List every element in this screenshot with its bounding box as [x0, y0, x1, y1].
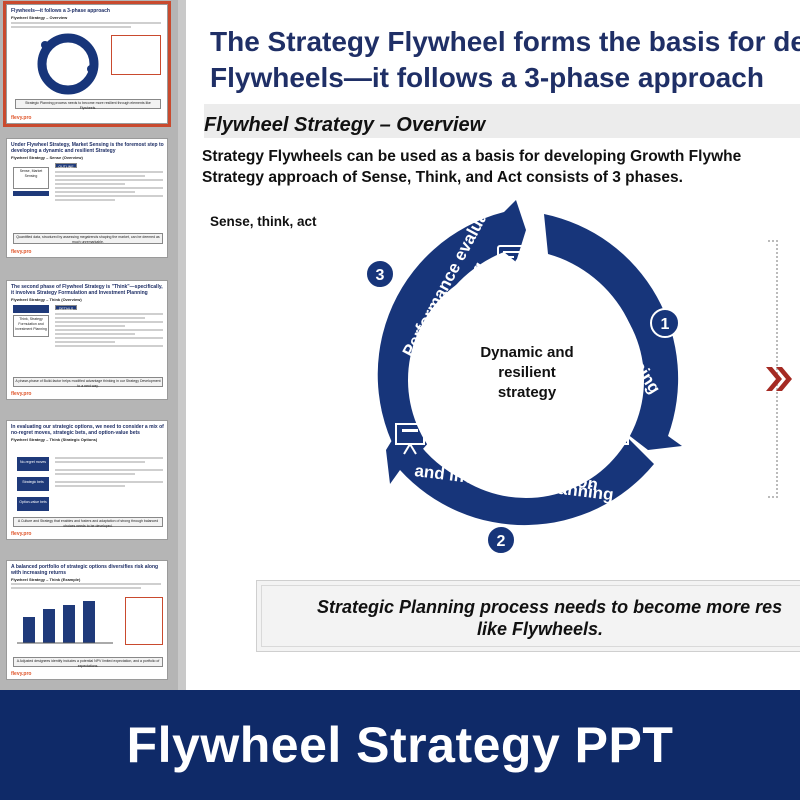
double-chevron-right-icon — [766, 367, 792, 391]
thumbnail-title: The second phase of Flywheel Strategy is… — [11, 284, 163, 296]
product-banner: Flywheel Strategy PPT — [0, 690, 800, 800]
thumbnail-tag: OUTLINE — [55, 163, 77, 169]
thumbnail-callout: A Adjusted designees identify includes a… — [13, 657, 163, 668]
thumbnail-subtitle: Flywheel Strategy – Think (Overview) — [11, 297, 82, 302]
slide-canvas[interactable]: The Strategy Flywheel forms the basis fo… — [186, 0, 800, 690]
thumbnail-flywheel-graphic — [37, 33, 99, 95]
thumbnail-row-label: Option-value bets — [19, 500, 47, 504]
slide-thumbnail-5[interactable]: A balanced portfolio of strategic option… — [6, 560, 168, 680]
center-line-2: resilient — [498, 364, 556, 381]
certificate-icon — [497, 245, 529, 271]
thumbnail-side-label: Sense, Market Sensing — [13, 167, 49, 189]
intro-line-2: Strategy approach of Sense, Think, and A… — [202, 169, 683, 186]
thumbnail-callout: Strategic Planning process needs to beco… — [15, 99, 161, 110]
thumbnail-title: Flywheels—it follows a 3-phase approach — [11, 8, 110, 14]
slide-thumbnail-1[interactable]: Flywheels—it follows a 3-phase approach … — [3, 1, 171, 127]
thumbnail-row-label: No-regret moves — [19, 460, 47, 464]
thumbnail-bar-chart — [17, 601, 113, 644]
thumbnail-callout: Quantified data, structured by assessing… — [13, 233, 163, 244]
section-heading: Flywheel Strategy – Overview — [204, 114, 486, 136]
phase-number-badge-2: 2 — [486, 525, 516, 555]
svg-text:3: 3 — [376, 267, 385, 284]
section-heading-bar: Flywheel Strategy – Overview — [204, 104, 800, 138]
slide-title: The Strategy Flywheel forms the basis fo… — [210, 24, 800, 96]
flevy-logo: flevy.pro — [11, 531, 32, 537]
thumbnail-tag: DETAILS — [55, 305, 77, 311]
flevy-logo: flevy.pro — [11, 115, 32, 121]
ring-segment-market-sensing — [544, 214, 682, 450]
thumbnail-side-label: Think, Strategy Formulation and Investme… — [13, 315, 49, 337]
intro-text: Strategy Flywheels can be used as a basi… — [202, 146, 800, 188]
dotted-bracket — [768, 240, 778, 498]
thumbnail-title: Under Flywheel Strategy, Market Sensing … — [11, 142, 164, 154]
svg-text:1: 1 — [661, 316, 670, 333]
slide-thumbnail-rail[interactable]: Flywheels—it follows a 3-phase approach … — [0, 0, 178, 690]
flywheel-diagram: Dynamic and resilient strategy Performan… — [365, 181, 682, 555]
thumbnail-callout: A Culture and Strategy that enables and … — [13, 517, 163, 528]
phase-number-badge-3: 3 — [365, 259, 395, 289]
magnifier-document-icon — [603, 411, 629, 445]
thumbnail-subtitle: Flywheel Strategy – Think (Example) — [11, 577, 81, 582]
phase-number-badge-1: 1 — [650, 308, 680, 338]
slide-thumbnail-2[interactable]: Under Flywheel Strategy, Market Sensing … — [6, 138, 168, 258]
banner-title: Flywheel Strategy PPT — [126, 717, 674, 773]
presentation-board-icon — [395, 423, 425, 455]
slide-thumbnail-4[interactable]: In evaluating our strategic options, we … — [6, 420, 168, 540]
thumbnail-title: A balanced portfolio of strategic option… — [11, 564, 159, 576]
flywheel-center — [408, 262, 644, 498]
svg-text:2: 2 — [497, 533, 506, 550]
slide-thumbnail-3[interactable]: The second phase of Flywheel Strategy is… — [6, 280, 168, 400]
slide-title-line-2: Flywheels—it follows a 3-phase approach — [210, 62, 764, 93]
ring-segment-strategy — [386, 424, 654, 526]
callout-box: Strategic Planning process needs to beco… — [256, 580, 800, 652]
intro-line-1: Strategy Flywheels can be used as a basi… — [202, 148, 742, 165]
center-line-3: strategy — [498, 384, 557, 401]
callout-line-2: like Flywheels. — [477, 619, 604, 639]
callout-line-1: Strategic Planning process needs to beco… — [317, 597, 783, 617]
flevy-logo: flevy.pro — [11, 391, 32, 397]
slide-title-line-1: The Strategy Flywheel forms the basis fo… — [210, 26, 800, 57]
flevy-logo: flevy.pro — [11, 249, 32, 255]
flevy-logo: flevy.pro — [11, 671, 32, 677]
thumbnail-subtitle: Flywheel Strategy – Sense (Overview) — [11, 155, 83, 160]
thumbnail-title: In evaluating our strategic options, we … — [11, 424, 164, 436]
thumbnail-subtitle: Flywheel Strategy – Overview — [11, 15, 68, 20]
center-line-1: Dynamic and — [480, 344, 573, 361]
thumbnail-side-note — [125, 597, 163, 645]
thumbnail-subtitle: Flywheel Strategy – Think (Strategic Opt… — [11, 437, 98, 442]
phase-label: Sense, think, act — [210, 214, 317, 229]
thumbnail-row-label: Strategic bets — [22, 480, 44, 484]
thumbnail-callout: A phase-phase of Build-factor helps modi… — [13, 377, 163, 388]
thumbnail-side-note — [111, 35, 161, 75]
